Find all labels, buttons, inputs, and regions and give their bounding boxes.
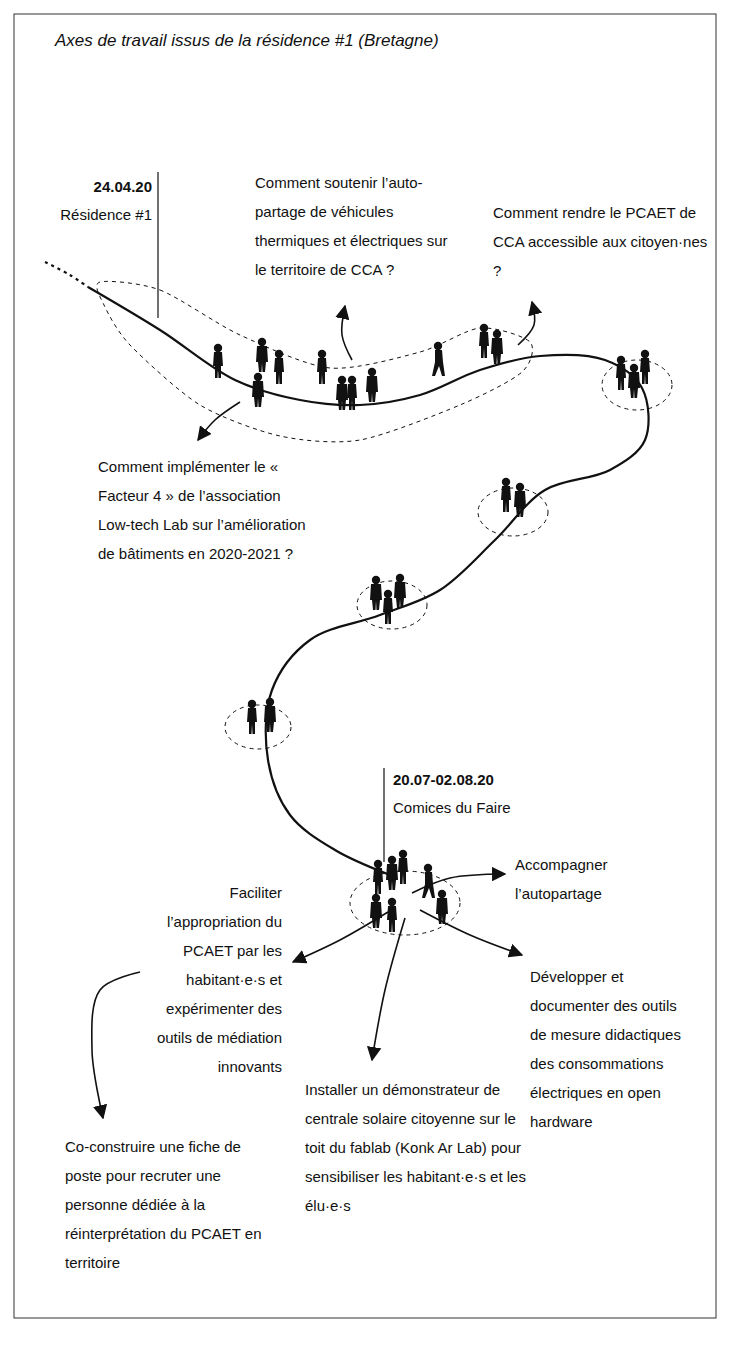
person-silhouette (347, 376, 357, 410)
winding-path (88, 287, 649, 875)
person-silhouette (479, 324, 489, 358)
branch-arrow (198, 402, 240, 440)
date-label: 24.04.20 (40, 172, 152, 201)
person-silhouette (383, 590, 393, 624)
person-silhouette (252, 373, 264, 407)
leader-line (383, 768, 384, 862)
person-silhouette (336, 376, 348, 410)
person-silhouette (264, 698, 276, 732)
dashed-group-outline (225, 705, 291, 749)
person-silhouette (616, 356, 626, 390)
path-start (45, 262, 88, 287)
person-silhouette (370, 576, 382, 610)
person-silhouette (387, 898, 397, 932)
frame (14, 14, 716, 1318)
person-silhouette (432, 342, 445, 376)
dashed-group-outline (357, 581, 427, 629)
person-silhouette (274, 350, 284, 384)
diagram-title: Axes de travail issus de la résidence #1… (55, 30, 655, 52)
dashed-group-outline (97, 281, 533, 441)
person-silhouette (373, 860, 383, 894)
person-silhouette (317, 350, 327, 384)
person-silhouette (501, 478, 511, 512)
question-label: Comment soutenir l’auto-partage de véhic… (255, 168, 455, 284)
axis-label: Installer un démonstrateur de centrale s… (305, 1075, 530, 1220)
branch-arrow (420, 910, 522, 955)
person-silhouette (422, 864, 435, 898)
question-label: Comment rendre le PCAET de CCA accessibl… (493, 198, 708, 285)
person-silhouette (247, 700, 257, 734)
person-silhouette (366, 368, 378, 402)
person-silhouette (398, 850, 408, 884)
person-silhouette (491, 330, 503, 364)
branch-arrow (518, 302, 535, 345)
dashed-group-outline (478, 488, 548, 536)
person-silhouette (386, 856, 398, 890)
axis-label: Co-construire une fiche de poste pour re… (65, 1132, 275, 1277)
date-label: 20.07-02.08.20 (393, 765, 593, 794)
question-label: Comment implémenter le « Facteur 4 » de … (98, 452, 313, 568)
branch-arrow (372, 918, 405, 1060)
person-silhouette (213, 344, 223, 378)
axis-label: Accompagner l’autopartage (515, 850, 665, 908)
person-silhouette (370, 894, 382, 928)
branch-arrow (293, 912, 388, 962)
branch-arrow (412, 874, 505, 893)
person-silhouette (640, 350, 650, 384)
event-label: Résidence #1 (40, 200, 152, 229)
person-silhouette (628, 364, 640, 398)
axis-label: Faciliter l’appropriation du PCAET par l… (132, 878, 282, 1081)
person-silhouette (256, 338, 268, 372)
axis-label: Développer et documenter des outils de m… (530, 962, 695, 1136)
branch-arrow (92, 972, 140, 1118)
person-silhouette (514, 483, 526, 517)
event-label: Comices du Faire (393, 793, 593, 822)
branch-arrow (342, 306, 352, 360)
dashed-group-outline (602, 360, 672, 410)
person-silhouette (394, 574, 406, 608)
leader-line (157, 172, 158, 318)
